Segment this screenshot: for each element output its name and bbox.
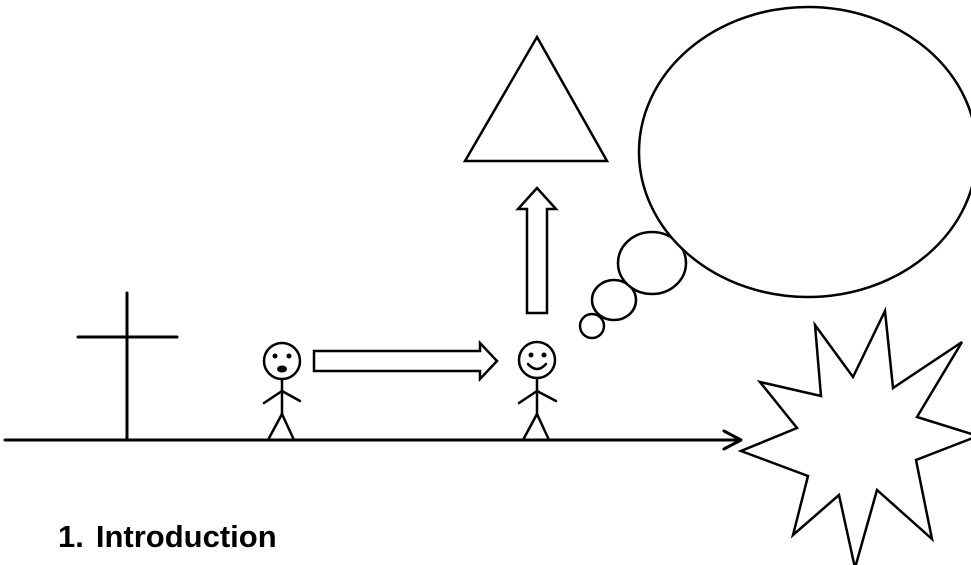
up-hollow-arrow-icon bbox=[515, 186, 559, 315]
section-heading: 1. Introduction bbox=[58, 520, 277, 554]
happy-stick-figure-icon bbox=[517, 340, 558, 442]
cross-icon bbox=[76, 291, 179, 442]
section-title: Introduction bbox=[95, 519, 277, 554]
thought-bubble-icon bbox=[578, 5, 971, 340]
sad-stick-figure-icon bbox=[262, 341, 302, 442]
timeline-axis bbox=[3, 429, 743, 451]
right-hollow-arrow-icon bbox=[312, 339, 499, 383]
explosion-burst-icon bbox=[737, 306, 971, 565]
triangle-icon bbox=[462, 34, 610, 163]
section-number: 1. bbox=[58, 519, 84, 554]
